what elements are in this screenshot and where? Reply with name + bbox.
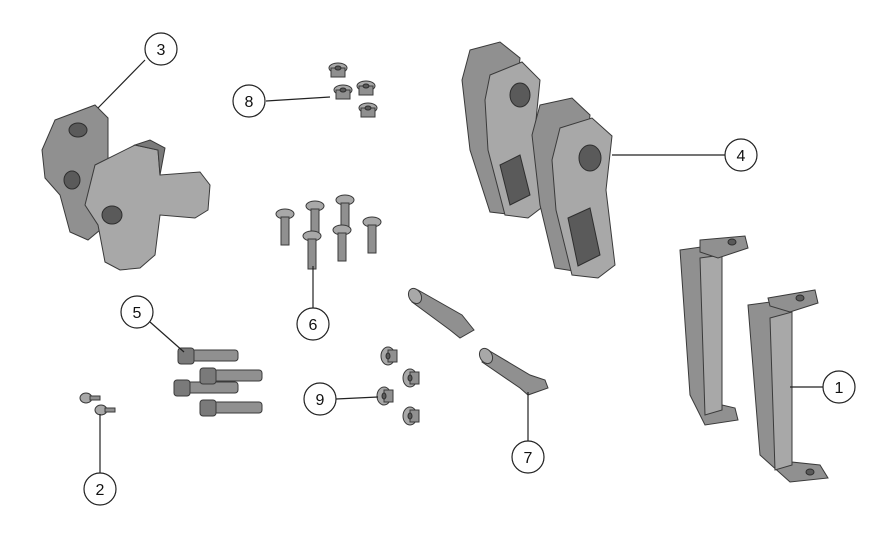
callout-label: 2	[96, 482, 105, 499]
callout-8: 8	[232, 84, 266, 118]
callout-label: 6	[309, 317, 318, 334]
part-3-t-blocks	[41, 104, 211, 271]
part-8-flange-nuts	[328, 62, 378, 118]
callout-4: 4	[724, 138, 758, 172]
leader-9	[335, 396, 379, 400]
leader-8	[265, 96, 331, 102]
callout-5: 5	[120, 295, 154, 329]
part-9-flange-nuts	[376, 346, 420, 426]
callout-label: 7	[524, 450, 533, 467]
callout-1: 1	[822, 370, 856, 404]
callout-label: 1	[835, 380, 844, 397]
part-7-pins	[407, 287, 549, 396]
part-6-flange-bolts	[275, 194, 382, 270]
callout-label: 5	[133, 305, 142, 322]
callout-label: 4	[737, 148, 746, 165]
callout-label: 3	[157, 42, 166, 59]
part-5-cap-screws	[173, 347, 263, 417]
callout-label: 9	[316, 392, 325, 409]
leader-5	[149, 321, 185, 353]
callout-2: 2	[83, 472, 117, 506]
callout-7: 7	[511, 440, 545, 474]
callout-3: 3	[144, 32, 178, 66]
part-4-lug-plates	[461, 41, 616, 279]
part-2-small-pins	[79, 392, 116, 416]
callout-label: 8	[245, 94, 254, 111]
callout-6: 6	[296, 307, 330, 341]
part-1-brackets	[679, 235, 829, 483]
leader-3	[97, 59, 146, 109]
callout-9: 9	[303, 382, 337, 416]
leader-lines	[97, 59, 826, 473]
